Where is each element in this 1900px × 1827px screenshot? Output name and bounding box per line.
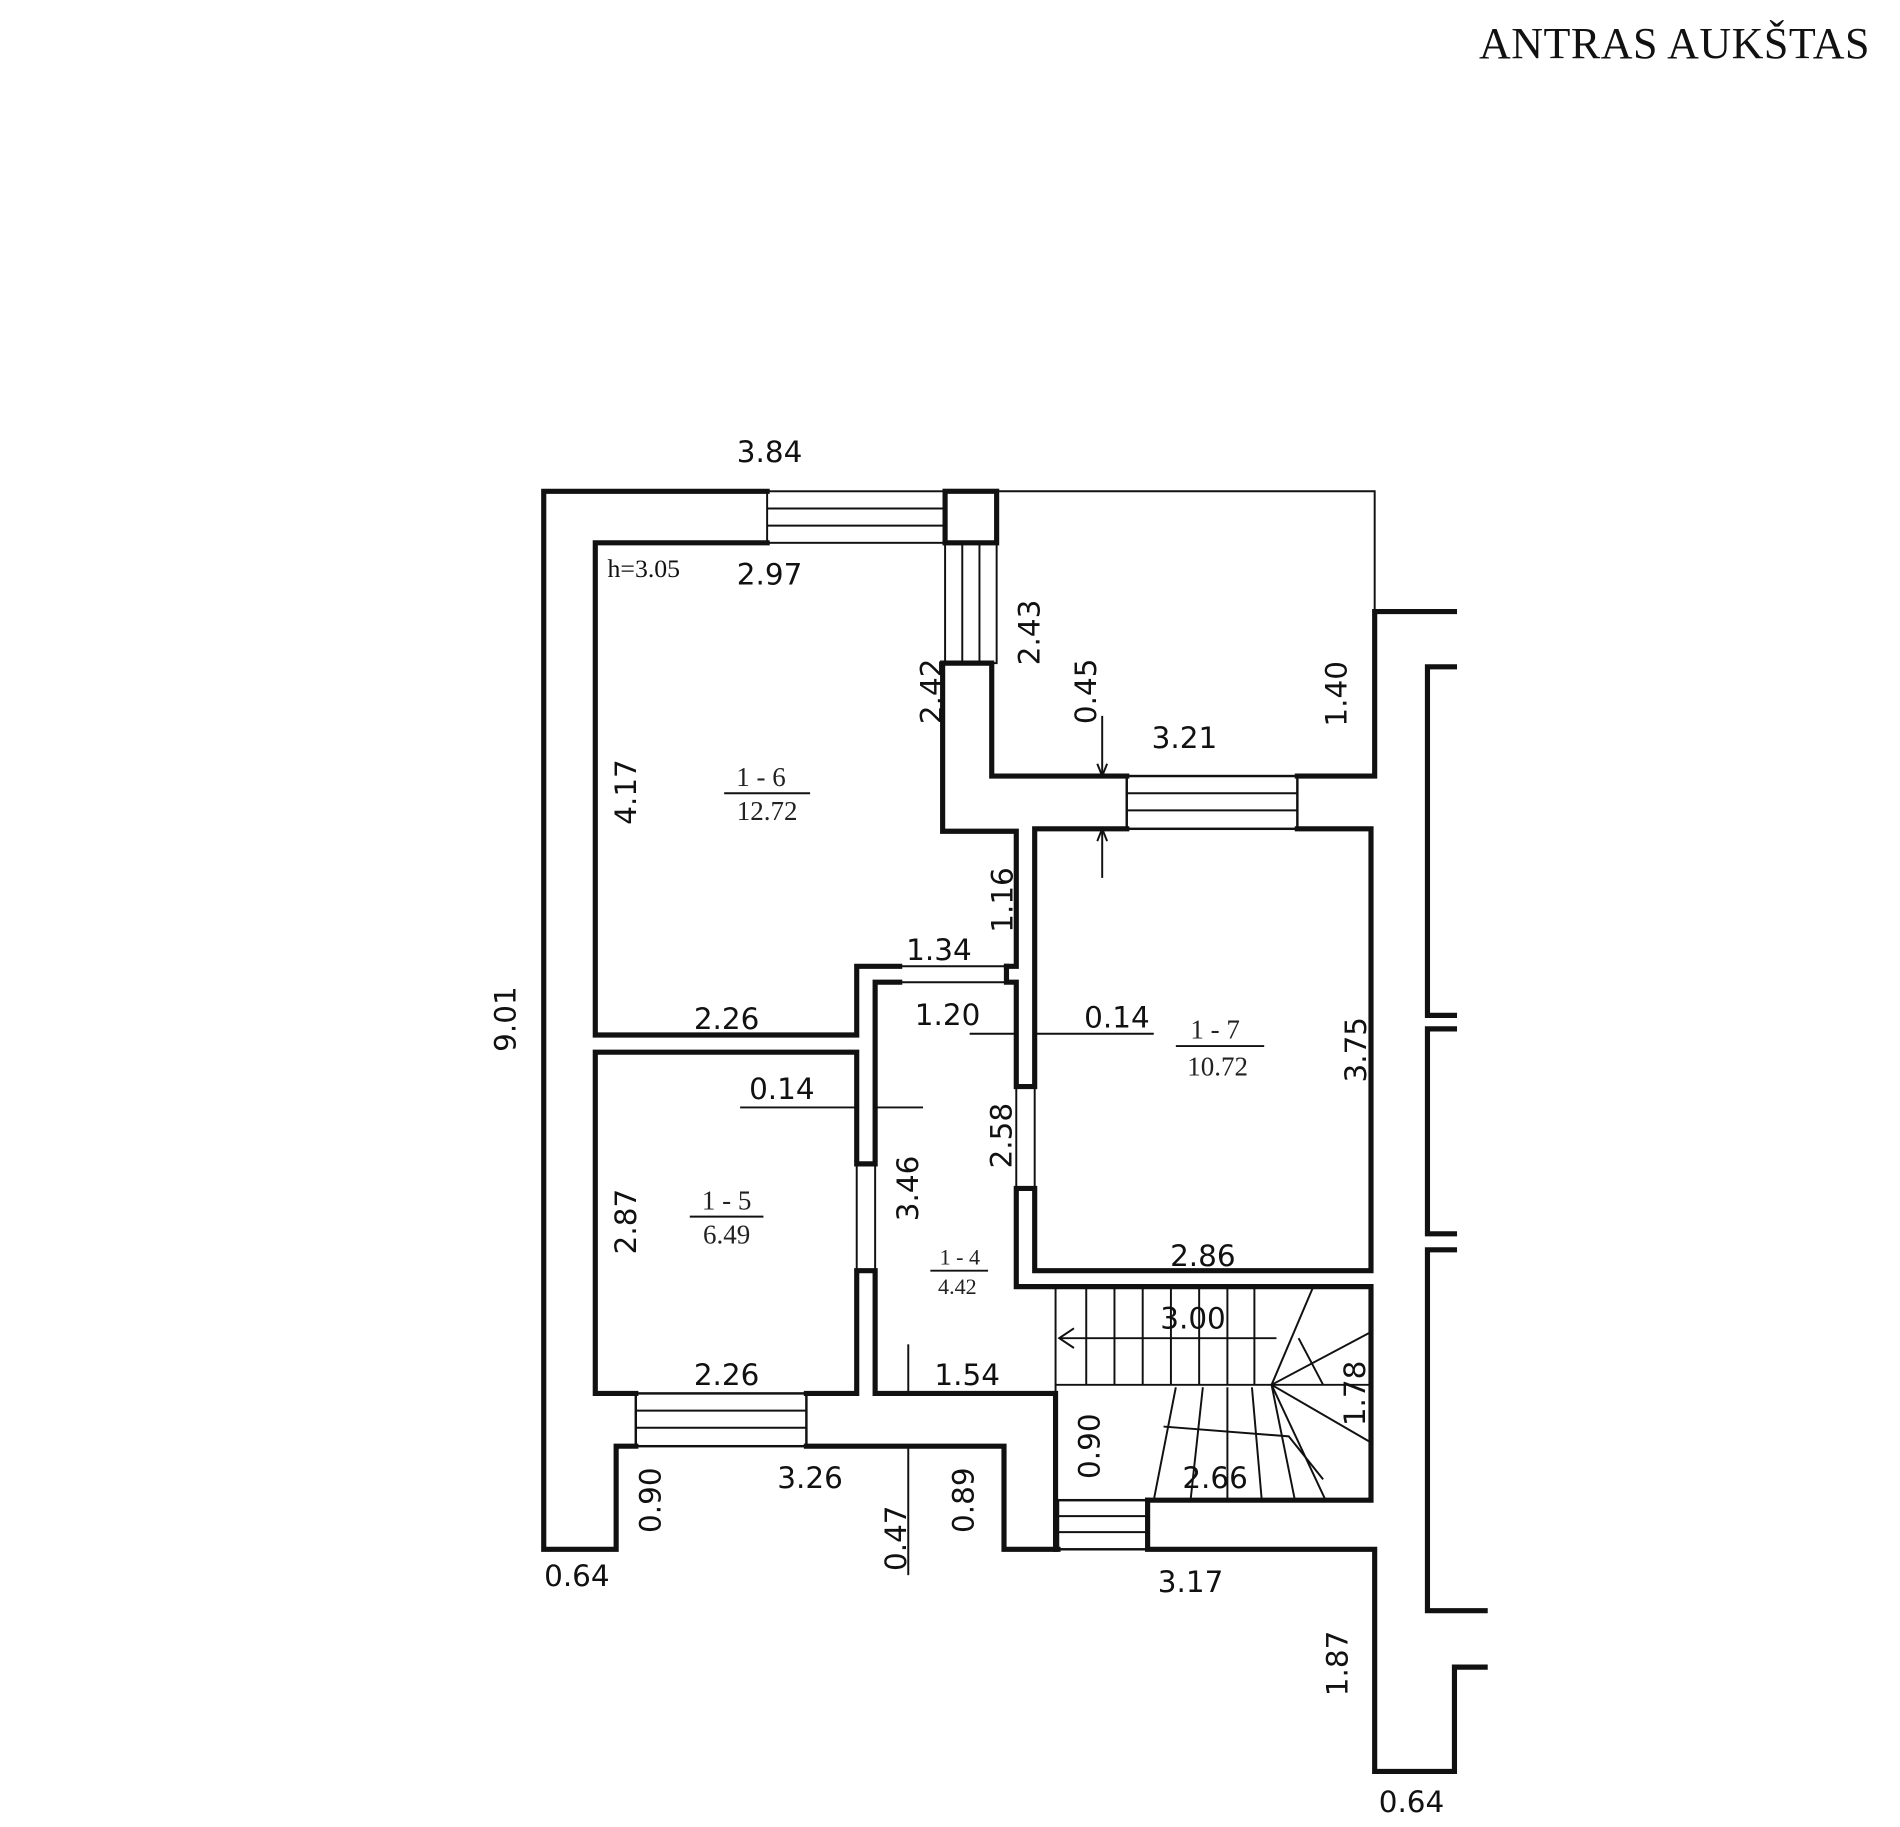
dim-label: 3.00 [1160, 1301, 1226, 1335]
dim-label: 2.58 [984, 1103, 1018, 1169]
dim-label: 4.17 [609, 759, 643, 825]
dim-label: 2.43 [1013, 600, 1047, 666]
dimension-arrows [740, 715, 1154, 1576]
room-labels: 1 - 6 12.72 1 - 7 10.72 1 - 5 6.49 1 - 4… [608, 554, 1265, 1299]
dim-label: 0.47 [879, 1505, 913, 1571]
room-1-6-area: 12.72 [737, 796, 798, 826]
dim-label: 2.26 [694, 1002, 760, 1036]
dim-label: 3.84 [737, 435, 803, 469]
dim-label: 1.54 [934, 1358, 1000, 1392]
dim-label: 3.46 [891, 1156, 925, 1222]
dim-label: 2.66 [1182, 1461, 1248, 1495]
room-1-6-id: 1 - 6 [736, 762, 786, 792]
windows [634, 490, 1299, 1551]
dim-label: 2.42 [914, 659, 948, 725]
dim-label: 0.14 [1084, 1001, 1150, 1035]
dim-label: 1.34 [906, 933, 972, 967]
room-1-4-id: 1 - 4 [940, 1245, 980, 1270]
dimension-labels: 3.84 2.97 2.42 2.43 0.45 3.21 1.40 4.17 … [489, 435, 1445, 1819]
dim-label: 9.01 [489, 986, 523, 1052]
ceiling-height: h=3.05 [608, 554, 681, 583]
dim-label: 0.64 [1379, 1785, 1445, 1819]
dim-label: 1.20 [915, 998, 981, 1032]
dim-label: 2.97 [737, 558, 803, 592]
dim-label: 3.26 [777, 1461, 843, 1495]
dim-label: 3.21 [1152, 721, 1218, 755]
room-1-5-area: 6.49 [703, 1220, 750, 1250]
dim-label: 1.40 [1319, 661, 1353, 727]
dim-label: 0.90 [633, 1467, 667, 1533]
dim-label: 2.87 [609, 1189, 643, 1255]
staircase [1054, 1286, 1372, 1501]
dim-label: 1.16 [986, 867, 1020, 933]
dim-label: 1.78 [1338, 1361, 1372, 1427]
dim-label: 3.75 [1339, 1017, 1373, 1083]
dim-label: 0.89 [946, 1467, 980, 1533]
room-1-4-area: 4.42 [938, 1274, 977, 1299]
dim-label: 2.86 [1170, 1239, 1236, 1273]
room-1-5-id: 1 - 5 [702, 1185, 752, 1215]
dim-label: 0.14 [749, 1072, 815, 1106]
dim-label: 0.90 [1073, 1413, 1107, 1479]
room-1-7-area: 10.72 [1187, 1052, 1248, 1082]
dim-label: 0.64 [544, 1559, 610, 1593]
dim-label: 1.87 [1321, 1631, 1355, 1697]
floor-title: ANTRAS AUKŠTAS [1479, 19, 1870, 68]
dim-label: 3.17 [1158, 1565, 1224, 1599]
dim-label: 2.26 [694, 1358, 760, 1392]
room-1-7-id: 1 - 7 [1190, 1015, 1240, 1045]
dim-label: 0.45 [1069, 659, 1103, 725]
